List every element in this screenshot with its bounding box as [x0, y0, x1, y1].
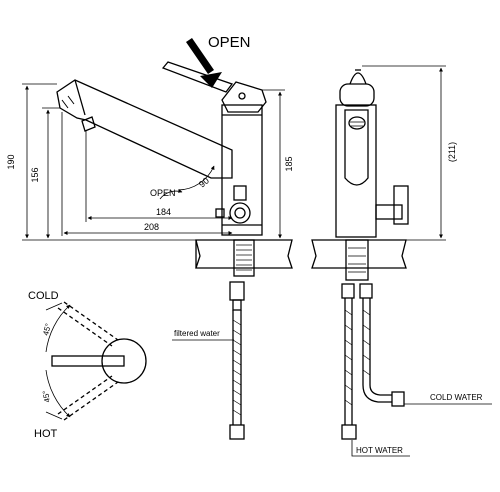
dim-211-label: (211)	[447, 142, 457, 162]
front-body	[335, 104, 377, 238]
deck-plate	[195, 239, 293, 269]
callout-leaders	[351, 403, 492, 457]
lever-handle	[161, 61, 267, 113]
mounting-shank	[233, 239, 255, 277]
dim-208-label: 208	[144, 222, 159, 232]
dim-185-label: 185	[284, 156, 294, 171]
front-shank	[345, 239, 369, 281]
swivel-90-label: 90	[197, 175, 211, 189]
filtered-water-label: filtered water	[174, 329, 220, 338]
open-arrow	[186, 38, 222, 88]
dim-156-label: 156	[30, 167, 40, 182]
handle-rotation-diagram	[45, 301, 147, 421]
hot-label: HOT	[34, 428, 58, 440]
side-dimensions	[22, 83, 285, 241]
spout	[56, 79, 233, 179]
front-view	[311, 65, 492, 457]
hot-water-label: HOT WATER	[356, 446, 403, 455]
front-hoses	[341, 283, 405, 440]
cold-label: COLD	[28, 290, 59, 302]
front-filter-valve	[375, 185, 409, 225]
dim-184-label: 184	[156, 207, 171, 217]
side-view	[22, 38, 293, 440]
cold-water-label: COLD WATER	[430, 393, 483, 402]
filter-valve	[215, 185, 251, 224]
dim-190-label: 190	[6, 154, 16, 169]
open-small-label: OPEN	[150, 188, 176, 198]
angle-cold-label: 45°	[41, 322, 53, 336]
front-dimension	[362, 65, 446, 241]
faucet-body	[221, 104, 263, 236]
filtered-water-hose	[229, 281, 245, 440]
angle-hot-label: 45°	[41, 390, 52, 403]
open-label: OPEN	[208, 34, 251, 51]
front-lever	[339, 69, 375, 107]
